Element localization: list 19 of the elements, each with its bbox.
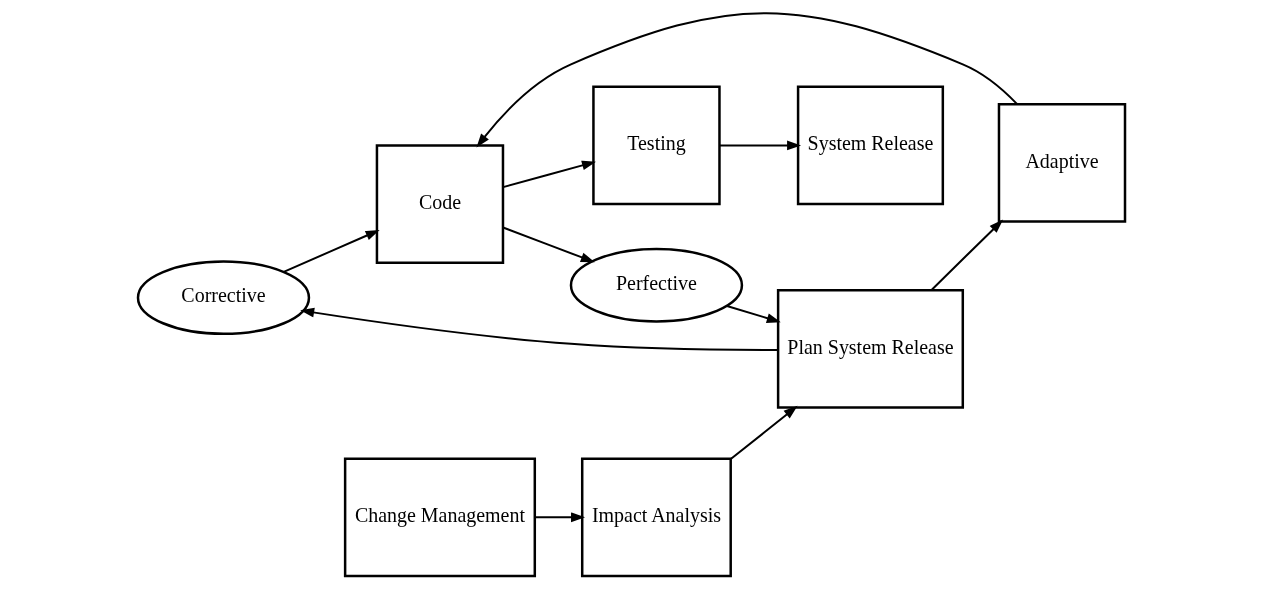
arrow bbox=[300, 307, 780, 352]
node-box: Impact Analysis bbox=[580, 457, 732, 578]
node-box: Testing bbox=[592, 85, 721, 206]
arrow bbox=[476, 12, 1018, 148]
node-box: Code bbox=[375, 144, 505, 264]
arrow bbox=[502, 160, 596, 189]
node-box: Plan System Release bbox=[776, 288, 965, 409]
node-box: System Release bbox=[796, 85, 945, 206]
arrow bbox=[930, 219, 1004, 291]
node-ellipse: Corrective bbox=[136, 260, 311, 336]
arrow bbox=[730, 405, 798, 460]
node-ellipse: Perfective bbox=[569, 247, 744, 323]
arrow bbox=[502, 226, 595, 263]
node-box: Change Management bbox=[343, 457, 537, 578]
arrow bbox=[719, 140, 802, 151]
node-box: Adaptive bbox=[997, 103, 1127, 223]
arrow bbox=[282, 229, 380, 273]
arrow bbox=[534, 512, 586, 523]
arrow bbox=[725, 305, 781, 323]
